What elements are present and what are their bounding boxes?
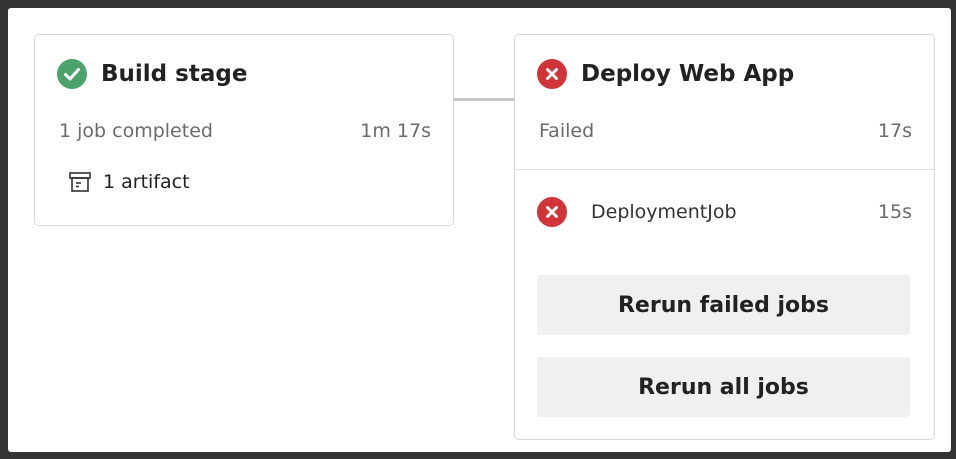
build-stage-header: Build stage xyxy=(57,59,247,89)
error-circle-icon xyxy=(537,197,567,227)
deploy-stage-title: Deploy Web App xyxy=(581,61,795,87)
rerun-all-jobs-button[interactable]: Rerun all jobs xyxy=(537,357,910,417)
build-stage-meta: 1 job completed 1m 17s xyxy=(59,120,431,142)
deploy-stage-header: Deploy Web App xyxy=(537,59,794,89)
build-jobs-summary: 1 job completed xyxy=(59,120,213,142)
build-artifacts-link[interactable]: 1 artifact xyxy=(69,171,190,193)
build-artifacts-label: 1 artifact xyxy=(103,171,190,193)
build-stage-title: Build stage xyxy=(101,61,248,87)
build-duration: 1m 17s xyxy=(360,120,431,142)
deploy-divider xyxy=(515,169,934,170)
check-circle-icon xyxy=(57,59,87,89)
job-duration: 15s xyxy=(877,201,912,223)
deploy-stage-card[interactable]: Deploy Web App Failed 17s DeploymentJob … xyxy=(514,34,935,440)
deploy-stage-meta: Failed 17s xyxy=(539,120,912,142)
build-stage-card[interactable]: Build stage 1 job completed 1m 17s 1 art… xyxy=(34,34,454,226)
deploy-status: Failed xyxy=(539,120,595,142)
artifact-box-icon xyxy=(69,172,91,192)
job-row-deploymentjob[interactable]: DeploymentJob 15s xyxy=(537,197,912,227)
error-circle-icon xyxy=(537,59,567,89)
stage-connector xyxy=(454,98,514,101)
deploy-duration: 17s xyxy=(877,120,912,142)
pipeline-canvas: Build stage 1 job completed 1m 17s 1 art… xyxy=(8,8,951,452)
job-name: DeploymentJob xyxy=(591,201,737,223)
rerun-failed-jobs-button[interactable]: Rerun failed jobs xyxy=(537,275,910,335)
